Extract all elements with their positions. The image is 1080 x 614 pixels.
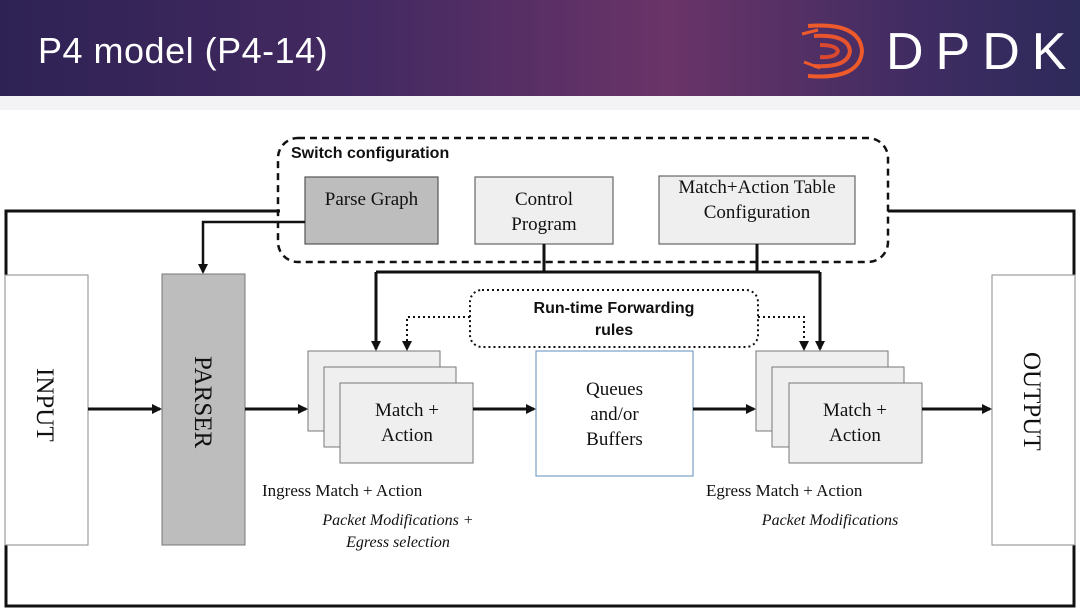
runtime-to-egress-arrow: [758, 316, 809, 351]
queues-box: [535, 350, 694, 477]
egress-card-front: [788, 382, 923, 464]
queues-label: Queues and/or Buffers: [586, 379, 643, 450]
switch-config-box: [276, 136, 890, 264]
ingress-desc: Packet Modifications + Egress selection: [322, 512, 474, 551]
ingress-title: Ingress Match + Action: [262, 481, 423, 500]
parse-graph-box: [304, 176, 439, 245]
parser-box: [161, 273, 246, 546]
parser-label: PARSER: [189, 356, 216, 449]
header-band: [0, 96, 1080, 110]
output-label: OUTPUT: [1018, 352, 1045, 451]
egress-box-label: Match + Action: [822, 400, 887, 446]
input-box: [4, 274, 89, 546]
switch-config-label: Switch configuration: [291, 145, 450, 162]
egress-title: Egress Match + Action: [706, 481, 863, 500]
dpdk-swoosh-icon: [801, 23, 865, 79]
table-config-label: Match+Action Table Configuration: [678, 177, 836, 223]
ingress-box-label: Match + Action: [374, 400, 439, 446]
control-program-label: Control Program: [511, 189, 577, 235]
runtime-to-ingress-arrow: [402, 316, 470, 351]
outer-frame: [4, 209, 1076, 608]
input-label: INPUT: [31, 368, 58, 442]
ingress-card-front: [339, 382, 474, 464]
parse-graph-label: Parse Graph: [324, 189, 419, 210]
egress-desc: Packet Modifications: [761, 512, 899, 529]
control-program-box: [474, 176, 614, 245]
parse-graph-arrow: [198, 220, 305, 274]
output-box: [991, 274, 1076, 546]
runtime-rules-label: Run-time Forwarding rules: [533, 300, 695, 339]
slide-title: P4 model (P4-14): [38, 30, 329, 71]
runtime-rules-box: [469, 289, 759, 348]
dpdk-logo-text: DPDK: [886, 23, 1079, 81]
slide-header: [0, 0, 1080, 96]
